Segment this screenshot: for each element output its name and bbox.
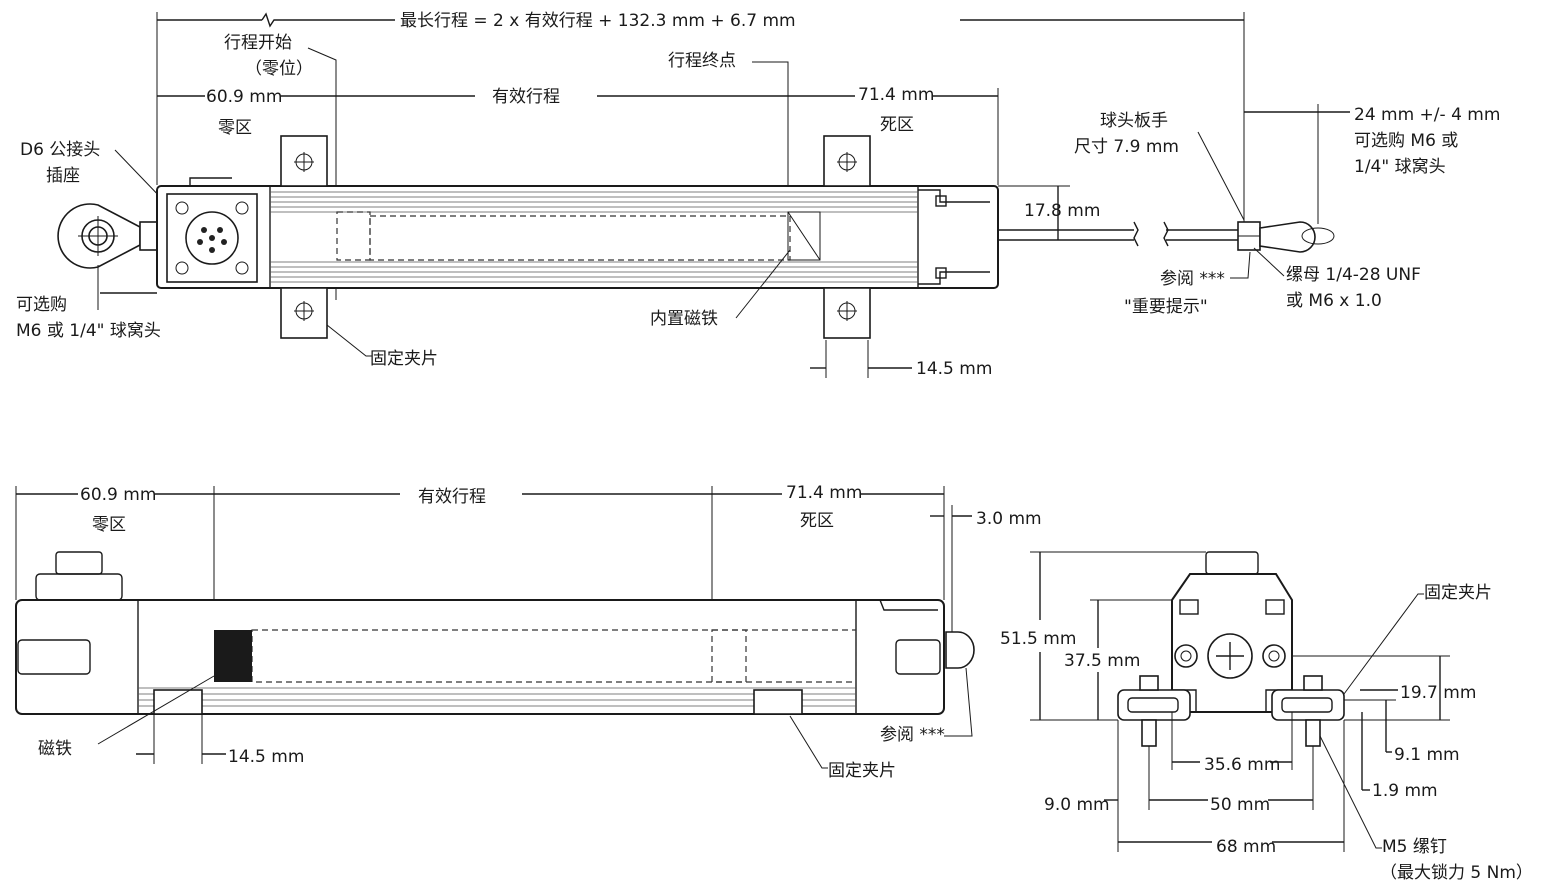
width-50-label: 50 mm [1210, 795, 1270, 815]
leader-line [1343, 593, 1424, 695]
leader-line [1197, 131, 1245, 221]
leader-line [735, 249, 791, 319]
height-9-1-label: 9.1 mm [1394, 745, 1460, 765]
connector-label-1: D6 公接头 [20, 140, 100, 160]
housing-ribs-side [138, 687, 856, 707]
zero-zone-length-side: 60.9 mm [80, 485, 156, 505]
mount-clamp-label-side: 固定夹片 [828, 761, 896, 781]
leader-line [1230, 251, 1251, 279]
stroke-start-sub-label: （零位） [245, 59, 313, 79]
leader-line [944, 667, 973, 737]
optional-end-label-1: 可选购 [16, 295, 67, 315]
dead-zone-length-side: 71.4 mm [786, 483, 862, 503]
mount-clamp-side-left [153, 689, 203, 715]
height-body-label: 37.5 mm [1064, 651, 1140, 671]
width-9-0-label: 9.0 mm [1044, 795, 1110, 815]
connector-housing-side [35, 573, 123, 601]
width-68-label: 68 mm [1216, 837, 1276, 857]
active-stroke-label: 有效行程 [492, 87, 560, 107]
break-mark [1163, 221, 1169, 247]
clamp-width-label: 14.5 mm [916, 359, 992, 379]
dead-zone-label: 死区 [880, 115, 914, 135]
stroke-start-label: 行程开始 [224, 33, 292, 53]
ball-joint-right [1259, 221, 1316, 253]
nut-label-2: 或 M6 x 1.0 [1286, 291, 1382, 311]
height-total-label: 51.5 mm [1000, 629, 1076, 649]
end-window-left [17, 639, 91, 675]
m5-screw-head-right [1303, 675, 1323, 691]
zero-zone-label-side: 零区 [92, 515, 126, 535]
nut-label-1: 缧母 1/4-28 UNF [1286, 265, 1421, 285]
zero-zone-length: 60.9 mm [206, 87, 282, 107]
mount-clamp-top-left [280, 135, 328, 187]
m5-screw-right [1305, 719, 1321, 747]
m5-screw-head-left [1139, 675, 1159, 691]
end-view-clamp-left [1117, 689, 1191, 721]
connector-tab [189, 177, 232, 186]
rod-end-label-2: 可选购 M6 或 [1354, 131, 1458, 151]
rod-end-label-3: 1/4" 球窝头 [1354, 157, 1446, 177]
stroke-end-label: 行程终点 [668, 51, 736, 71]
height-19-7-label: 19.7 mm [1400, 683, 1476, 703]
connector-label-2: 插座 [46, 166, 80, 186]
connector-plug-side [55, 551, 103, 575]
leader-line [1319, 735, 1382, 849]
ball-joint-left [57, 203, 159, 269]
rod-end-cap [945, 631, 975, 669]
leader-line [789, 715, 828, 769]
mount-clamp-bottom-left [280, 287, 328, 339]
internal-magnet-label: 内置磁铁 [650, 309, 718, 329]
mount-clamp-top-right [823, 135, 871, 187]
zero-zone-label: 零区 [218, 118, 252, 138]
optional-end-label-2: M6 或 1/4" 球窝头 [16, 321, 161, 341]
end-view-screw-right [1262, 644, 1286, 668]
see-note-label-side: 参阅 *** [880, 725, 945, 745]
leader-line [1253, 247, 1285, 277]
see-note-label-2: "重要提示" [1124, 297, 1208, 317]
height-1-9-label: 1.9 mm [1372, 781, 1438, 801]
magnet-end-dashed [711, 629, 747, 683]
housing-ribs [270, 191, 918, 283]
overall-length-label: 最长行程 = 2 x 有效行程 + 132.3 mm + 6.7 mm [400, 11, 796, 31]
side-view: 60.9 mm 零区 有效行程 71.4 mm 死区 3.0 mm [15, 483, 1042, 781]
end-window-right [895, 639, 941, 675]
end-view-connector [1205, 551, 1259, 575]
break-mark [261, 12, 395, 28]
sensor-housing-side [15, 599, 945, 715]
magnet-end [787, 211, 821, 261]
top-view: 最长行程 = 2 x 有效行程 + 132.3 mm + 6.7 mm 行程开始… [16, 11, 1500, 379]
magnet-label: 磁铁 [38, 739, 72, 759]
mount-clamp-side-right [753, 689, 803, 715]
end-cap-side [856, 599, 938, 611]
active-stroke-label-side: 有效行程 [418, 487, 486, 507]
width-35-6-label: 35.6 mm [1204, 755, 1280, 775]
end-view-clamp-label: 固定夹片 [1424, 583, 1492, 603]
mount-clamp-label: 固定夹片 [370, 349, 438, 369]
sensor-housing [156, 185, 999, 289]
rod-offset-label: 17.8 mm [1024, 201, 1100, 221]
rod-end-label-1: 24 mm +/- 4 mm [1354, 105, 1500, 125]
end-view: 51.5 mm 37.5 mm 19.7 mm 9.1 mm 1.9 mm 35… [1000, 551, 1533, 883]
end-view-screw-left [1174, 644, 1198, 668]
dead-zone-label-side: 死区 [800, 511, 834, 531]
end-view-clamp-right [1271, 689, 1345, 721]
leader-line [326, 324, 372, 357]
m5-screw-label-2: （最大锁力 5 Nm） [1380, 863, 1533, 883]
leader-line [97, 675, 215, 745]
end-gap-label: 3.0 mm [976, 509, 1042, 529]
see-note-label-1: 参阅 *** [1160, 269, 1225, 289]
rod-path-dashed [369, 215, 791, 261]
m5-screw-label-1: M5 缧钉 [1382, 837, 1447, 857]
m5-screw-left [1141, 719, 1157, 747]
magnet-block [214, 630, 252, 682]
dead-zone-length: 71.4 mm [858, 85, 934, 105]
wrench-label-2: 尺寸 7.9 mm [1074, 137, 1179, 157]
wrench-label-1: 球头板手 [1100, 111, 1168, 131]
clamp-width-label-side: 14.5 mm [228, 747, 304, 767]
break-mark [1133, 221, 1139, 247]
mount-clamp-bottom-right [823, 287, 871, 339]
